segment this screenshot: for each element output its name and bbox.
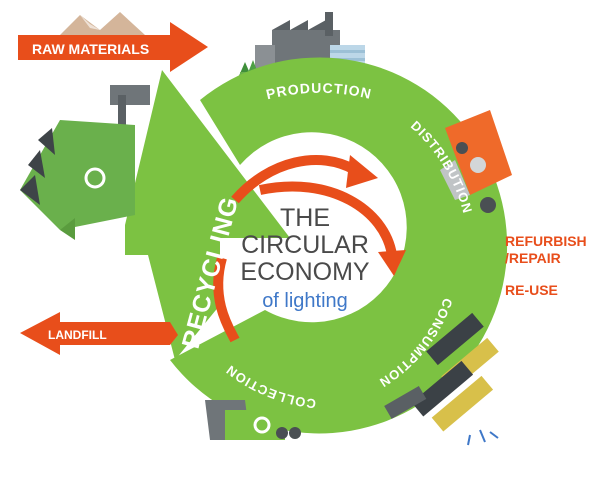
- landfill-arrow: [20, 312, 178, 355]
- recycling-truck-icon: [205, 400, 301, 440]
- refurbish-label-line1: REFURBISH: [505, 233, 587, 249]
- green-ring: [170, 57, 508, 434]
- inner-orange-arrows: [213, 155, 406, 343]
- title-line-1: THE: [280, 204, 330, 232]
- title-line-3: ECONOMY: [240, 258, 370, 286]
- landfill-label: LANDFILL: [48, 328, 107, 342]
- center-subtitle: of lighting: [262, 290, 348, 312]
- truck-icon: [440, 110, 512, 213]
- stage-production-label: PRODUCTION: [264, 80, 372, 103]
- mining-machine-icon: [20, 85, 150, 240]
- title-line-2: CIRCULAR: [241, 231, 369, 259]
- reuse-label: RE-USE: [505, 282, 558, 298]
- refurbish-label-line2: /REPAIR: [505, 250, 561, 266]
- raw-materials-arrow: [18, 22, 208, 72]
- recycling-arrow: [125, 70, 290, 360]
- svg-text:PRODUCTION: PRODUCTION: [264, 80, 373, 103]
- center-title: THE CIRCULAR ECONOMY: [230, 205, 380, 286]
- raw-materials-label: RAW MATERIALS: [32, 41, 149, 57]
- dismantled-lamps-icon: [384, 312, 499, 446]
